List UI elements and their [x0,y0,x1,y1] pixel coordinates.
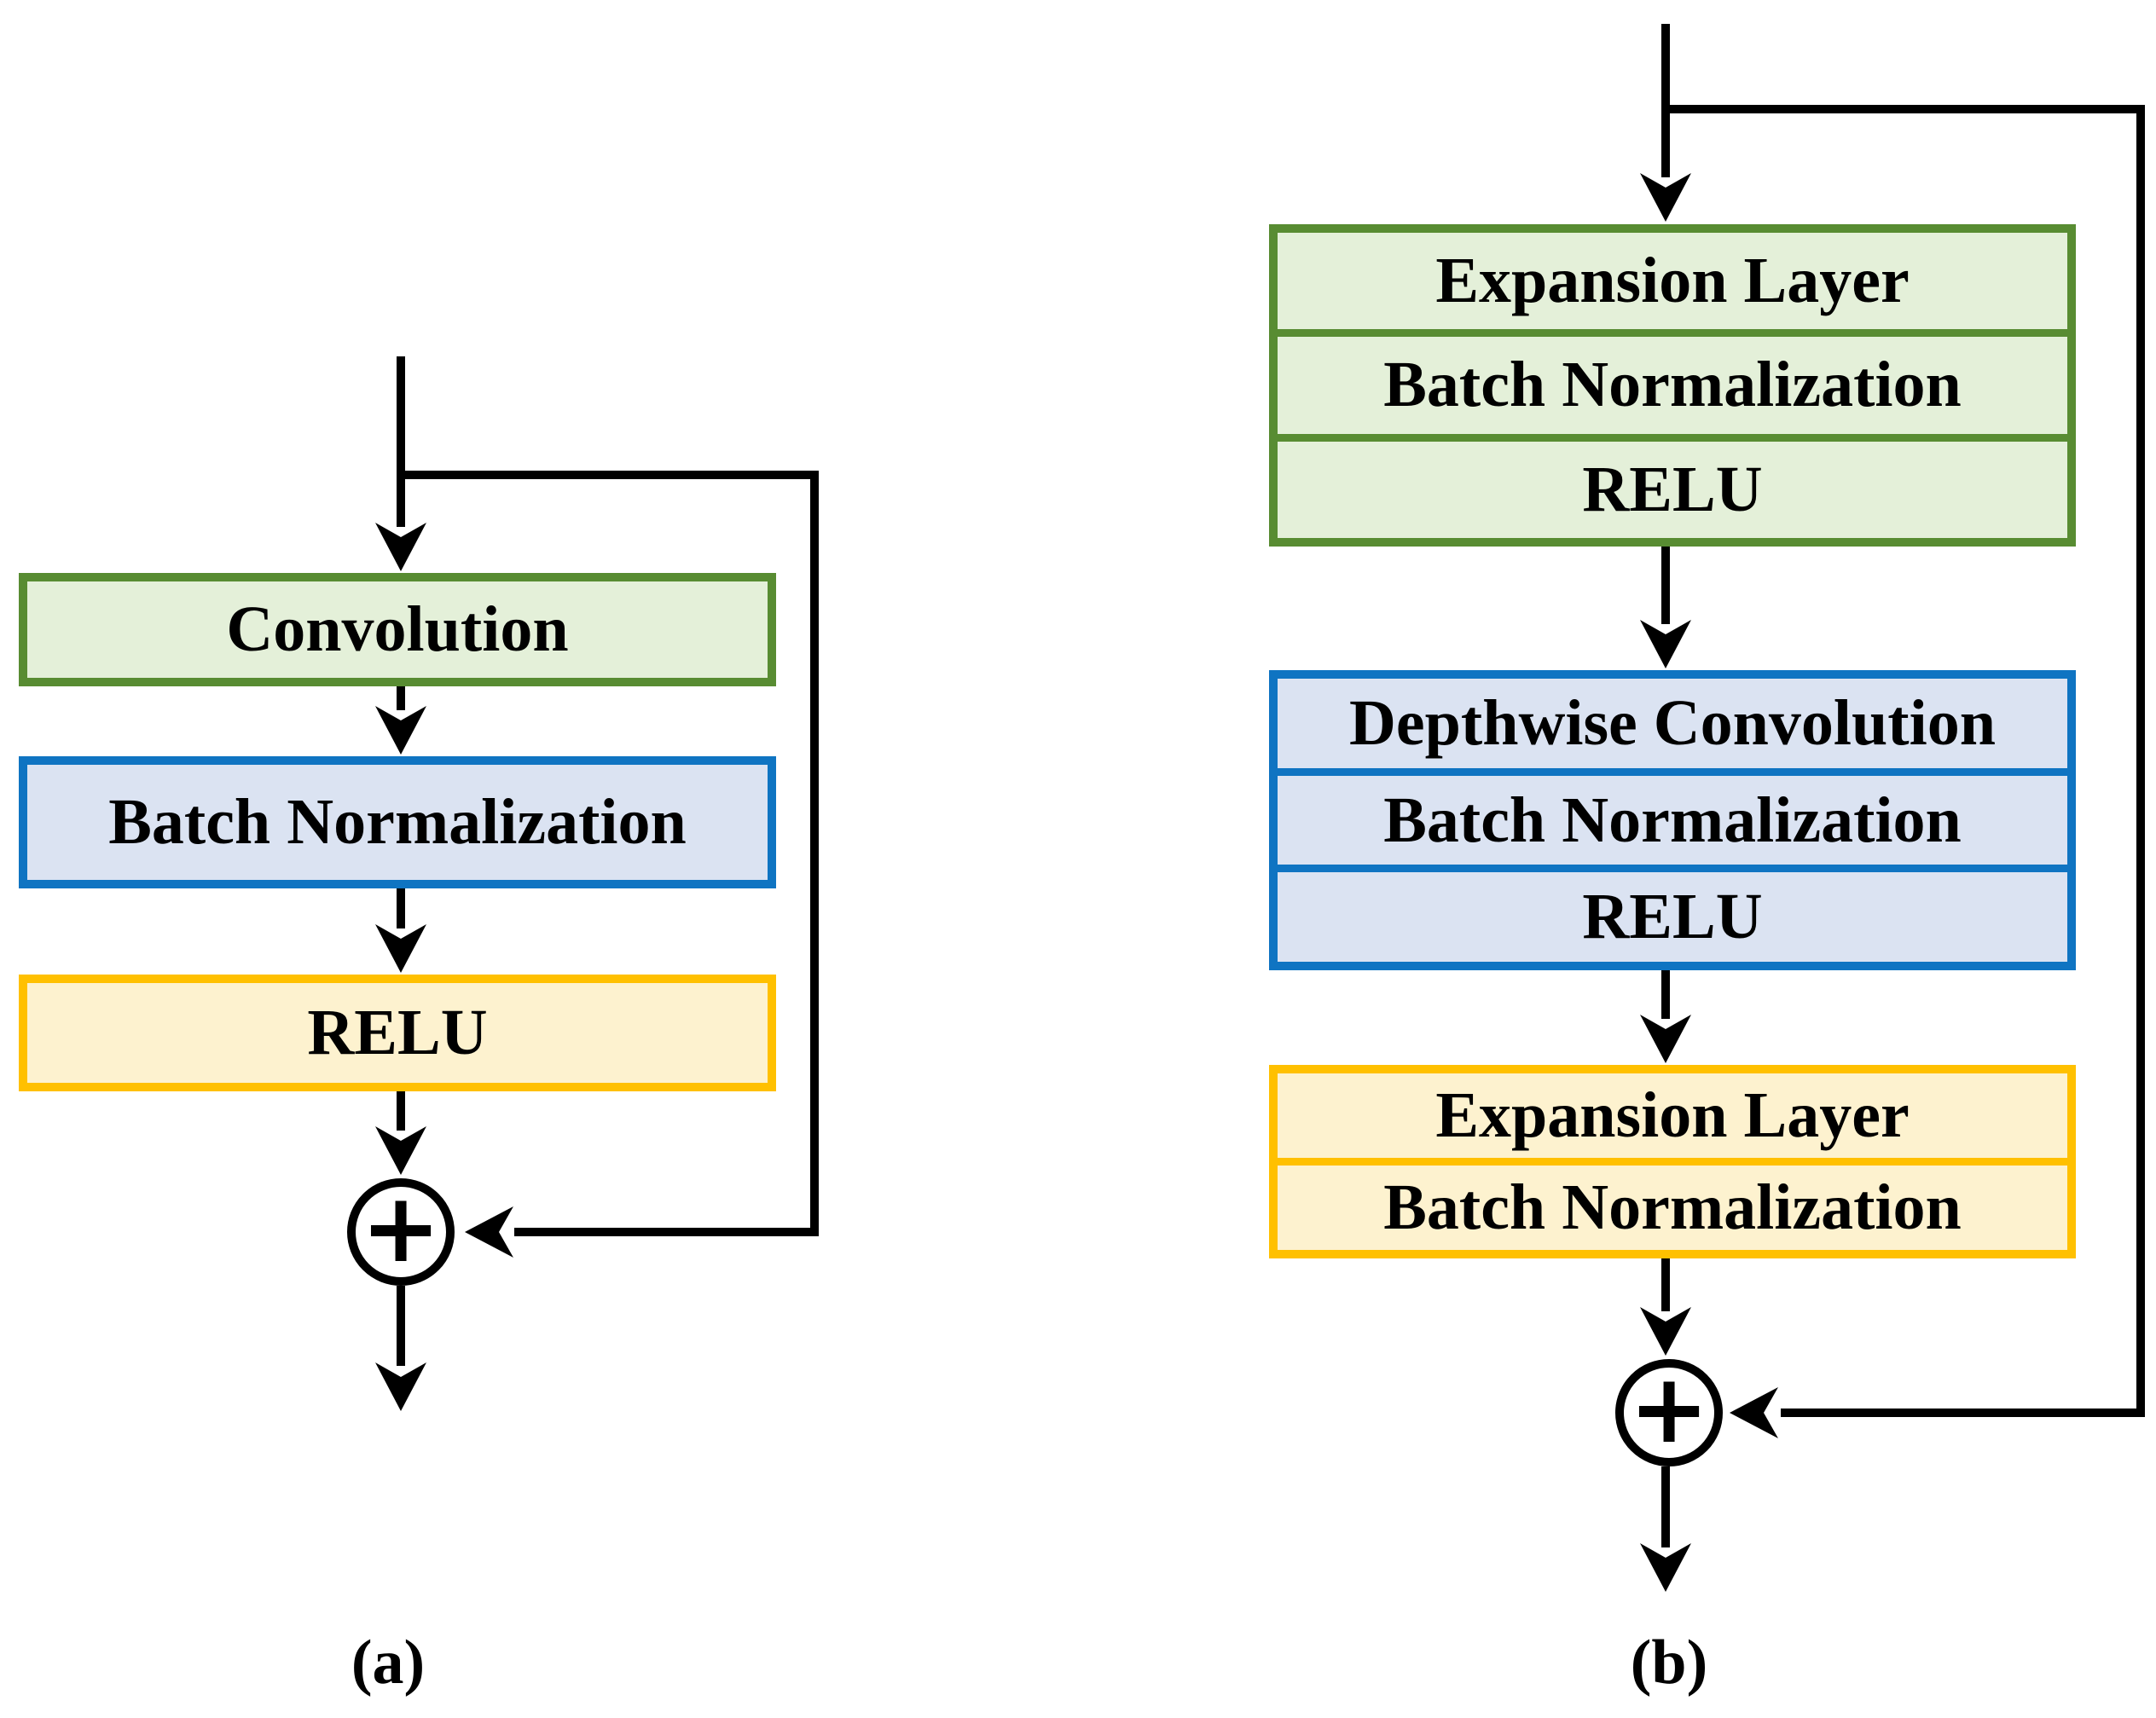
arrowhead-icon [1640,1307,1691,1356]
batch-normalization-row: Batch Normalization [1278,329,2067,433]
expansion-layer-row: Expansion Layer [1278,1073,2067,1158]
depthwise-convolution-label: Depthwise Convolution [1349,686,1996,759]
arrowhead-icon [375,1126,426,1175]
relu-label: RELU [1582,881,1763,953]
arrowhead-icon [465,1206,513,1258]
arrowhead-icon [1640,1015,1691,1063]
skip-connection-a [401,471,819,1236]
plus-icon: + [361,1173,441,1284]
relu-label: RELU [1582,453,1763,525]
depthwise-group: Depthwise Convolution Batch Normalizatio… [1269,670,2076,970]
relu-box-a: RELU [19,975,776,1091]
arrowhead-icon [1640,173,1691,222]
relu-row: RELU [1278,433,2067,538]
batch-normalization-label: Batch Normalization [1383,1171,1962,1243]
arrowhead-icon [375,523,426,571]
expansion-layer-label: Expansion Layer [1435,1079,1910,1151]
batch-normalization-label: Batch Normalization [1383,349,1962,421]
arrowhead-icon [1730,1387,1778,1438]
plus-icon: + [1629,1354,1709,1465]
arrowhead-icon [375,924,426,973]
convolution-label: Convolution [226,593,569,665]
projection-group: Expansion Layer Batch Normalization [1269,1065,2076,1258]
expansion-group: Expansion Layer Batch Normalization RELU [1269,224,2076,547]
sum-node-a: + [347,1178,455,1286]
caption-a: (a) [303,1616,473,1709]
batch-normalization-row: Batch Normalization [1278,1158,2067,1250]
caption-a-label: (a) [351,1627,426,1698]
skip-connection-b [1666,105,2145,1417]
relu-label-a: RELU [307,997,488,1068]
convolution-box: Convolution [19,573,776,686]
sum-node-b: + [1615,1359,1723,1466]
arrowhead-icon [1640,1543,1691,1592]
batch-normalization-box-a: Batch Normalization [19,756,776,888]
depthwise-convolution-row: Depthwise Convolution [1278,679,2067,768]
batch-normalization-label: Batch Normalization [1383,784,1962,856]
arrowhead-icon [1640,620,1691,668]
caption-b: (b) [1584,1616,1754,1709]
batch-normalization-row: Batch Normalization [1278,767,2067,865]
expansion-layer-label: Expansion Layer [1435,245,1910,317]
relu-row: RELU [1278,865,2067,962]
expansion-layer-row: Expansion Layer [1278,233,2067,329]
caption-b-label: (b) [1630,1627,1708,1698]
arrowhead-icon [375,706,426,755]
arrowhead-icon [375,1362,426,1411]
batch-normalization-label-a: Batch Normalization [108,786,687,858]
